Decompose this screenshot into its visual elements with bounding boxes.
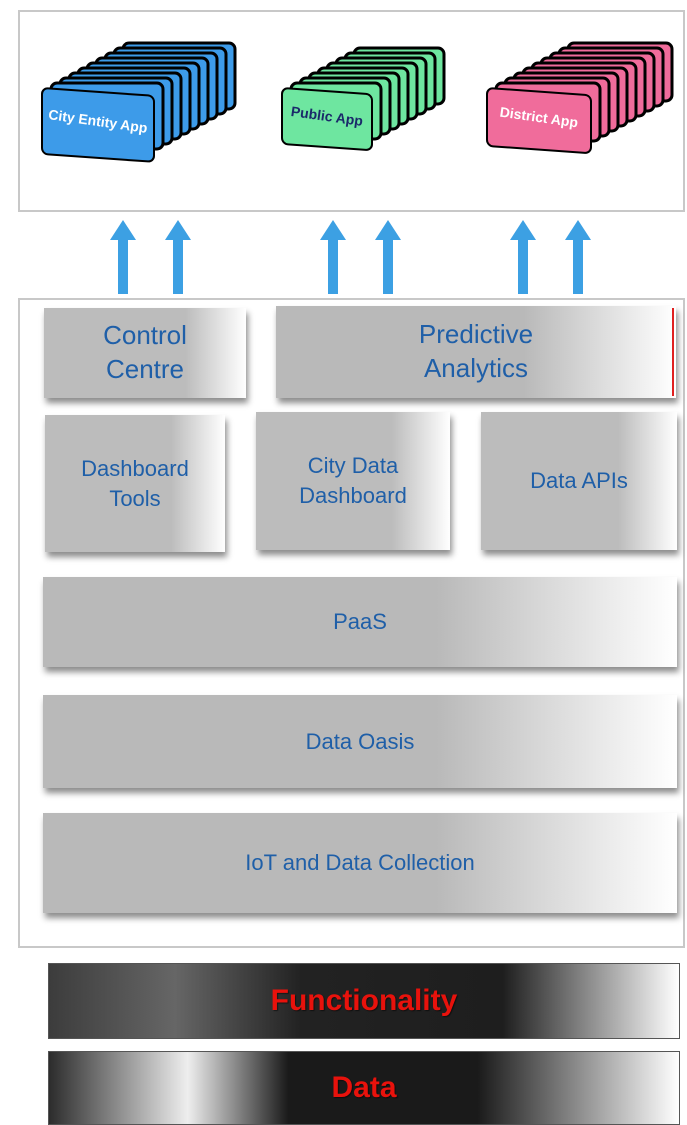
data-bar: Data [48,1051,680,1125]
control-centre-label: Control Centre [103,320,187,384]
data-apis-box: Data APIs [481,412,677,550]
dashboard-tools-label: Dashboard Tools [81,455,189,511]
data-label: Data [331,1071,397,1104]
predictive-analytics-box: Predictive Analytics [276,306,676,398]
control-centre-box: Control Centre [44,308,246,398]
city-data-dashboard-box: City Data Dashboard [256,412,450,550]
city-entity-app-stack: City Entity App [41,41,237,163]
arrow-shaft [328,238,338,294]
arrow-shaft [118,238,128,294]
paas-layer: PaaS [43,577,677,667]
public-app-stack: Public App [281,46,446,151]
arrow-shaft [573,238,583,294]
paas-label: PaaS [333,609,387,635]
arrow-head [165,220,191,240]
app-card-front [486,87,592,154]
functionality-label: Functionality [270,984,458,1017]
arrow-head [110,220,136,240]
upward-arrows [110,220,591,294]
data-oasis-layer: Data Oasis [43,695,677,788]
arrow-head [320,220,346,240]
app-card-front [41,87,155,163]
arrow-shaft [173,238,183,294]
functionality-bar: Functionality [48,963,680,1039]
arrow-shaft [383,238,393,294]
predictive-analytics-label: Predictive Analytics [418,319,534,383]
iot-layer: IoT and Data Collection [43,813,677,913]
red-edge-line [672,308,674,396]
arrow-shaft [518,238,528,294]
data-oasis-label: Data Oasis [305,728,415,754]
district-app-stack: District App [486,41,674,154]
city-data-dashboard-label: City Data Dashboard [299,453,407,508]
app-card-front [281,87,373,151]
arrow-head [510,220,536,240]
arrow-head [565,220,591,240]
dashboard-tools-box: Dashboard Tools [45,415,225,552]
apps-diagram: City Entity App Public App District App [41,41,674,294]
data-apis-label: Data APIs [530,468,628,494]
iot-label: IoT and Data Collection [245,850,475,876]
arrow-head [375,220,401,240]
